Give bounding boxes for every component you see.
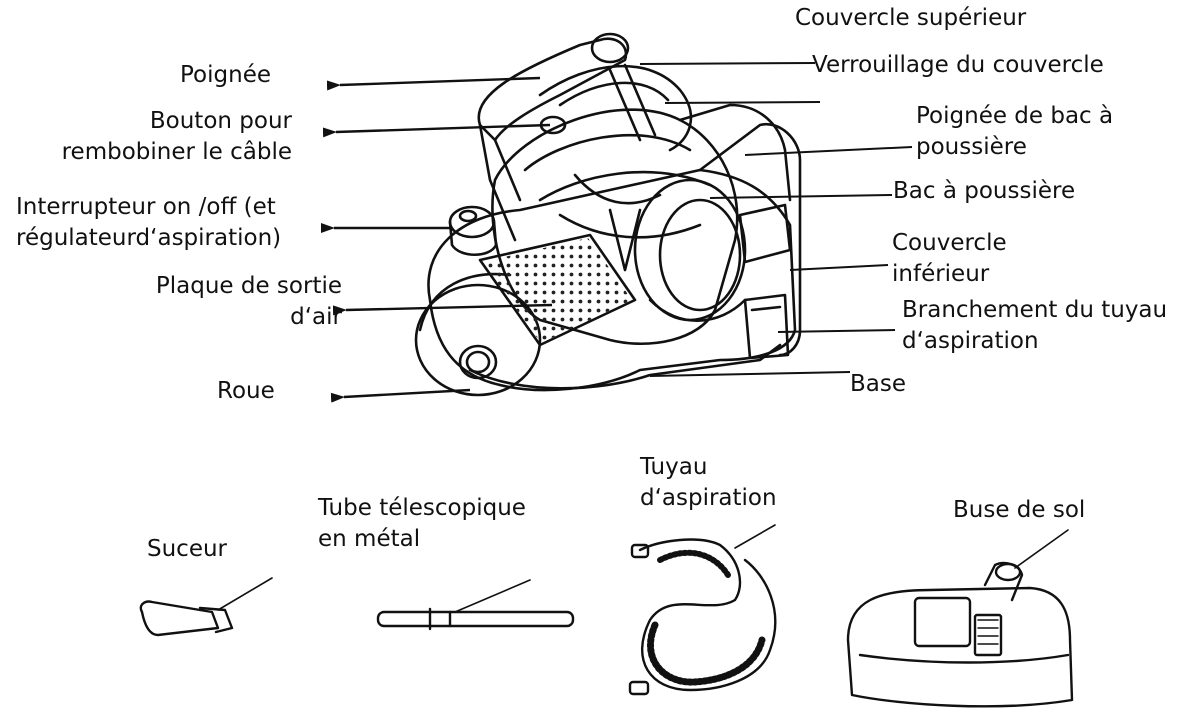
telescopic-tube-icon	[376, 579, 575, 631]
label-handle: Poignée	[180, 62, 271, 88]
crevice-nozzle-icon	[139, 577, 273, 637]
label-base: Base	[850, 371, 907, 397]
label-bottom-cover: Couvercle inférieur	[892, 230, 1007, 287]
leader-lines-right	[639, 62, 913, 377]
label-floor-nozzle: Buse de sol	[953, 497, 1086, 523]
floor-nozzle-icon	[846, 529, 1074, 708]
label-telescopic-tube: Tube télescopique en métal	[318, 495, 526, 552]
label-top-cover: Couvercle supérieur	[795, 5, 1027, 31]
vacuum-cleaner-illustration	[414, 32, 802, 397]
label-suction-hose: Tuyau d‘aspiration	[640, 454, 777, 511]
label-crevice-tool: Suceur	[147, 536, 228, 562]
label-cable-rewind-button: Bouton pour rembobiner le câble	[61, 108, 292, 165]
suction-hose-icon	[628, 524, 777, 696]
label-lid-lock: Verrouillage du couvercle	[812, 52, 1104, 78]
label-wheel: Roue	[217, 378, 275, 404]
label-air-outlet-plate: Plaque de sortie d‘air	[155, 273, 342, 330]
leader-lines-left	[321, 76, 553, 403]
label-power-switch: Interrupteur on /off (et régulateurd‘asp…	[16, 194, 282, 251]
accessories-illustrations	[139, 524, 1074, 708]
air-outlet-grille	[482, 238, 632, 343]
label-dust-bin-handle: Poignée de bac à poussière	[916, 103, 1114, 160]
label-hose-connection: Branchement du tuyau d‘aspiration	[902, 297, 1168, 354]
label-dust-bin: Bac à poussière	[893, 178, 1076, 204]
